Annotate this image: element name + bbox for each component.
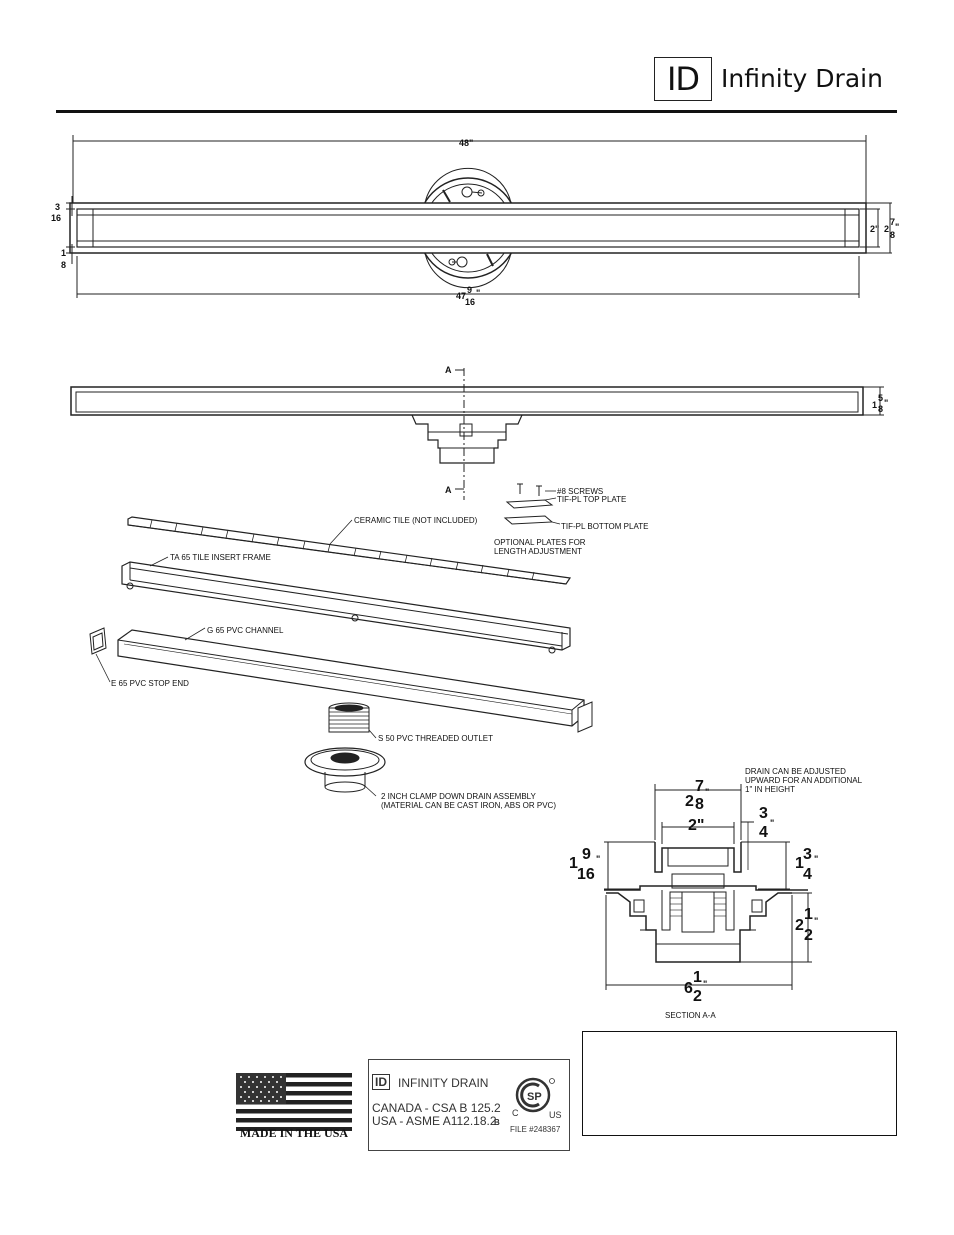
pvc-channel-label: G 65 PVC CHANNEL (207, 626, 284, 635)
section-depth-whole: 2 (795, 917, 804, 934)
exploded-labels: #8 SCREWS TIF-PL TOP PLATE TIF-PL BOTTOM… (111, 487, 648, 810)
section-top-unit: " (705, 787, 709, 797)
section-depth-num: 1 (804, 906, 813, 923)
stop-end-label: E 65 PVC STOP END (111, 679, 189, 688)
insert-frame-label: TA 65 TILE INSERT FRAME (170, 553, 271, 562)
section-width-den: 2 (693, 988, 702, 1005)
adjust-note-2: UPWARD FOR AN ADDITIONAL (745, 776, 863, 785)
section-right-num: 3 (803, 846, 812, 863)
header-rule (56, 110, 897, 113)
notes-box (582, 1031, 897, 1136)
section-view (604, 784, 812, 990)
section-left-whole: 1 (569, 855, 578, 872)
section-depth-unit: " (814, 916, 818, 926)
clamp-label-2: (MATERIAL CAN BE CAST IRON, ABS OR PVC) (381, 801, 556, 810)
optional-plates-label-2: LENGTH ADJUSTMENT (494, 547, 582, 556)
cert-b-mark: B (494, 1118, 500, 1127)
ceramic-tile-label: CERAMIC TILE (NOT INCLUDED) (354, 516, 478, 525)
logo-mark-text: ID (666, 60, 700, 98)
section-marker-bottom: A (445, 485, 452, 495)
left-top-num: 3 (55, 202, 60, 212)
adjust-note-3: 1" IN HEIGHT (745, 785, 795, 794)
section-title: SECTION A-A (665, 1011, 716, 1020)
right-inner-label: 2" (870, 224, 879, 234)
section-small-unit: " (770, 818, 774, 828)
optional-plates-label-1: OPTIONAL PLATES FOR (494, 538, 586, 547)
csa-us-mark: US (549, 1110, 562, 1120)
section-right-whole: 1 (795, 855, 804, 872)
body-length-unit: " (476, 288, 480, 298)
section-small-num: 3 (759, 805, 768, 822)
csa-logo-icon: SP (515, 1077, 555, 1113)
side-view (70, 368, 884, 500)
side-view-labels: A A 1 5 8 " (445, 365, 888, 495)
section-left-unit: " (596, 854, 600, 864)
section-inner-label: 2" (688, 817, 704, 834)
section-top-num: 7 (695, 778, 704, 795)
csa-c-mark: C (512, 1108, 519, 1118)
left-top-den: 16 (51, 213, 61, 223)
right-outer-den: 8 (890, 230, 895, 240)
section-width-num: 1 (693, 969, 702, 986)
cert-logo-mark: ID (372, 1074, 390, 1090)
top-plate-label: TIF-PL TOP PLATE (557, 495, 626, 504)
screws-label: #8 SCREWS (557, 487, 603, 496)
brand-name: Infinity Drain (721, 64, 883, 93)
right-outer-whole: 2 (884, 224, 889, 234)
outlet-label: S 50 PVC THREADED OUTLET (378, 734, 493, 743)
clamp-label-1: 2 INCH CLAMP DOWN DRAIN ASSEMBLY (381, 792, 537, 801)
section-width-unit: " (703, 979, 707, 989)
side-height-num: 5 (878, 393, 883, 403)
left-bot-num: 1 (61, 248, 66, 258)
left-bot-den: 8 (61, 260, 66, 270)
body-length-whole: 47 (456, 291, 466, 301)
right-outer-num: 7 (890, 217, 895, 227)
side-height-den: 8 (878, 404, 883, 414)
side-height-unit: " (884, 398, 888, 408)
right-outer-unit: " (895, 222, 899, 232)
logo-mark: ID (654, 57, 712, 101)
made-in-usa-label: MADE IN THE USA (239, 1126, 349, 1140)
svg-text:SP: SP (527, 1091, 542, 1103)
section-left-num: 9 (582, 846, 591, 863)
section-depth-den: 2 (804, 927, 813, 944)
cert-brand: INFINITY DRAIN (398, 1076, 489, 1090)
overall-length-label: 48" (459, 138, 473, 148)
top-view-labels: 48" 47 9 16 " 3 16 1 8 2" 2 7 8 " (51, 138, 899, 307)
section-right-den: 4 (803, 866, 812, 883)
adjust-note-1: DRAIN CAN BE ADJUSTED (745, 767, 846, 776)
cert-canada: CANADA - CSA B 125.2 (372, 1101, 501, 1115)
section-right-unit: " (814, 854, 818, 864)
exploded-view (89, 483, 593, 797)
section-top-whole: 2 (685, 793, 694, 810)
cert-usa: USA - ASME A112.18.2 (372, 1114, 497, 1128)
side-height-whole: 1 (872, 400, 877, 410)
section-width-whole: 6 (684, 980, 693, 997)
section-top-den: 8 (695, 796, 704, 813)
us-flag-icon (236, 1073, 352, 1131)
bottom-plate-label: TIF-PL BOTTOM PLATE (561, 522, 648, 531)
body-length-den: 16 (465, 297, 475, 307)
section-left-den: 16 (577, 866, 595, 883)
cert-file-number: FILE #248367 (510, 1125, 561, 1134)
section-labels: DRAIN CAN BE ADJUSTED UPWARD FOR AN ADDI… (569, 767, 863, 1020)
section-marker-top: A (445, 365, 452, 375)
section-small-den: 4 (759, 824, 768, 841)
top-view (66, 135, 892, 298)
body-length-num: 9 (467, 285, 472, 295)
